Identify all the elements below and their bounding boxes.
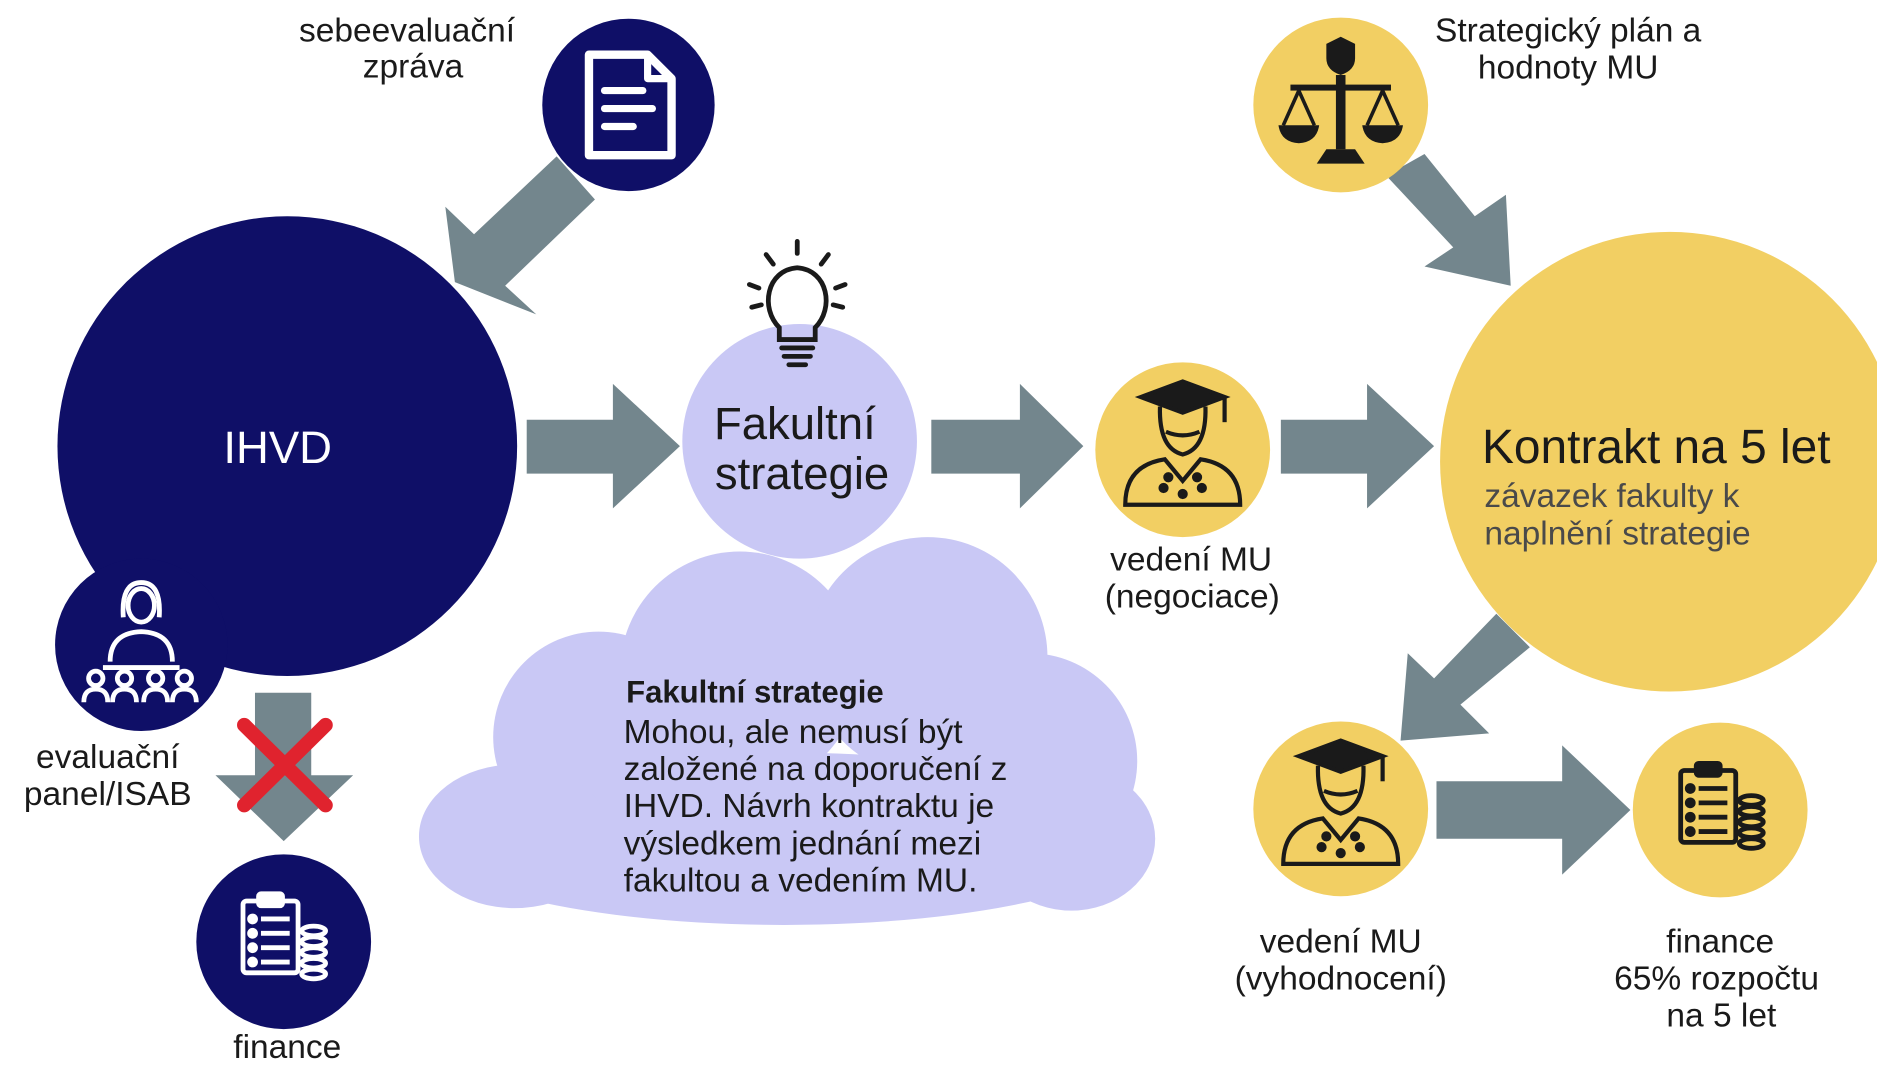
- evaluation-panel-icon: [81, 580, 199, 703]
- arrow-evaluation-to-finance: [1436, 745, 1631, 875]
- graduate-icon: [1281, 738, 1401, 866]
- cloud-text-line: IHVD. Návrh kontraktu je: [624, 788, 995, 825]
- negotiation-caption-line1: vedení MU: [1110, 542, 1272, 579]
- self-report-caption-line2: zpráva: [363, 48, 464, 85]
- finance-right-caption-line2: 65% rozpočtu: [1614, 961, 1819, 998]
- cloud-text-line: výsledkem jednání mezi: [624, 825, 982, 862]
- finance-left-node: [196, 854, 372, 1030]
- cloud-heading: Fakultní strategie: [626, 674, 884, 709]
- arrow-ihvd-to-strategy: [526, 383, 680, 509]
- cloud-text-line: fakultou a vedením MU.: [624, 862, 978, 899]
- arrow-strategy-to-negotiation: [931, 383, 1084, 509]
- clipboard-coins-icon: [240, 891, 328, 982]
- scales-of-justice-icon: [1278, 36, 1403, 164]
- strategic-plan-caption-line1: Strategický plán a: [1435, 13, 1702, 50]
- graduate-icon: [1123, 379, 1243, 507]
- ihvd-label: IHVD: [223, 422, 332, 473]
- panel-caption-line1: evaluační: [36, 739, 180, 776]
- strategy-label-line2: strategie: [715, 448, 889, 499]
- contract-node: [1440, 231, 1877, 692]
- strategic-plan-caption-line2: hodnoty MU: [1478, 50, 1659, 87]
- arrow-negotiation-to-contract: [1280, 383, 1435, 509]
- strategy-node: [682, 324, 917, 559]
- arrow-contract-to-evaluation: [1400, 613, 1530, 741]
- self-report-caption-line1: sebeevaluační: [299, 13, 516, 50]
- contract-subtitle-line1: závazek fakulty k: [1484, 478, 1739, 515]
- finance-right-caption-line3: na 5 let: [1666, 998, 1777, 1035]
- red-cross-icon: [237, 717, 333, 813]
- contract-title: Kontrakt na 5 let: [1482, 421, 1831, 474]
- clipboard-coins-icon: [1678, 760, 1766, 851]
- contract-subtitle-line2: naplnění strategie: [1484, 515, 1750, 552]
- finance-right-caption-line1: finance: [1666, 923, 1774, 960]
- strategy-label-line1: Fakultní: [714, 398, 876, 449]
- cloud-text-line: Mohou, ale nemusí být: [624, 714, 964, 751]
- document-icon: [584, 50, 676, 160]
- panel-caption-line2: panel/ISAB: [24, 776, 192, 813]
- evaluation-caption-line1: vedení MU: [1260, 923, 1422, 960]
- finance-left-caption: finance: [233, 1029, 341, 1066]
- ihvd-node: [57, 216, 518, 676]
- lightbulb-icon: [746, 239, 848, 368]
- arrows: [215, 154, 1631, 875]
- strategy-cloud: [418, 537, 1156, 925]
- cloud-text-line: založené na doporučení z: [624, 751, 1008, 788]
- finance-right-node: [1632, 722, 1808, 898]
- negotiation-caption-line2: (negociace): [1105, 579, 1280, 616]
- arrow-plan-to-contract: [1386, 154, 1511, 286]
- arrow-report-to-ihvd: [445, 156, 595, 315]
- evaluation-caption-line2: (vyhodnocení): [1235, 961, 1447, 998]
